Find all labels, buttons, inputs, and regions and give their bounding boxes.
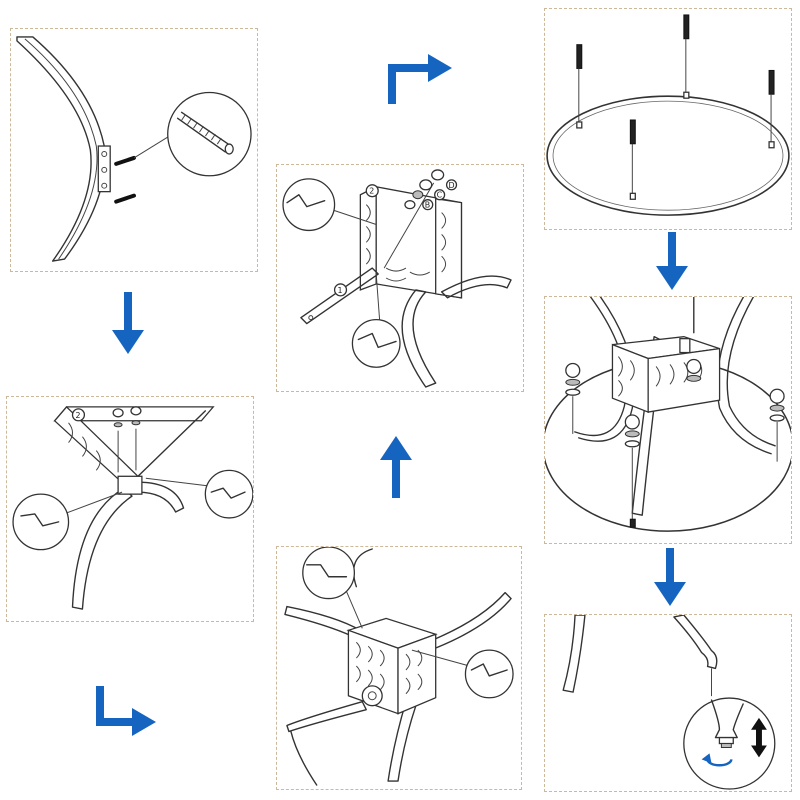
leg-left <box>574 297 627 437</box>
center-nut <box>361 685 383 707</box>
step-2-panel: 2 <box>6 396 254 622</box>
leg-bottom-right <box>387 701 417 782</box>
step-1-panel <box>10 28 258 272</box>
step-2-illustration: 2 <box>12 405 253 610</box>
leg-bottom-left <box>286 701 367 733</box>
tabletop-ellipse <box>546 95 790 216</box>
leg-right <box>673 615 718 670</box>
step-7-panel <box>544 614 792 792</box>
step-5-illustration <box>546 14 790 216</box>
frame-label: 2 <box>75 411 80 420</box>
vertical-double-arrow-icon <box>751 717 767 758</box>
leg-bottom <box>401 289 437 388</box>
step-5-panel <box>544 8 792 230</box>
step-3-illustration <box>284 547 514 786</box>
detail-magnifier-top <box>302 547 356 600</box>
washer-c-label: C <box>437 191 443 200</box>
hardware-stack <box>383 169 445 269</box>
step-6-illustration <box>545 297 791 532</box>
bolt-set <box>576 14 775 200</box>
brace-bar <box>300 267 379 325</box>
leg-left <box>562 615 586 693</box>
frame-label: 2 <box>369 187 374 196</box>
nut-washer-stack <box>112 406 142 473</box>
leg-right <box>440 275 512 299</box>
arrow-down-icon <box>656 232 688 290</box>
leg-top-right <box>405 591 512 659</box>
step-1-illustration <box>16 36 252 262</box>
detail-magnifier-top <box>282 178 336 232</box>
bolt-upper <box>114 155 136 166</box>
arrow-down-icon <box>654 548 686 606</box>
washer-d-label: D <box>449 181 455 190</box>
leg-right <box>726 297 776 447</box>
nut-set <box>565 358 785 528</box>
arrow-up-icon <box>380 436 412 498</box>
arrow-right-turn-icon <box>388 54 452 104</box>
bolt-lower <box>114 193 136 204</box>
detail-magnifier-right <box>204 469 253 519</box>
arrow-down-icon <box>112 292 144 354</box>
leg-piece <box>16 36 106 262</box>
step-4-illustration: 2 1 D C B <box>282 169 512 388</box>
step-3-panel <box>276 546 522 790</box>
step-6-panel <box>544 296 792 544</box>
bolt-detail-magnifier <box>167 91 252 177</box>
washer-b-label: B <box>425 201 430 210</box>
arrow-right-turn-icon <box>96 686 156 736</box>
brace-label: 1 <box>338 286 343 295</box>
detail-magnifier-right <box>464 649 514 699</box>
threaded-bolt-detail <box>176 111 234 155</box>
leg-mount-plate <box>97 145 111 193</box>
step-4-panel: 2 1 D C B <box>276 164 524 392</box>
step-7-illustration <box>562 615 776 790</box>
leg-piece <box>71 487 133 610</box>
